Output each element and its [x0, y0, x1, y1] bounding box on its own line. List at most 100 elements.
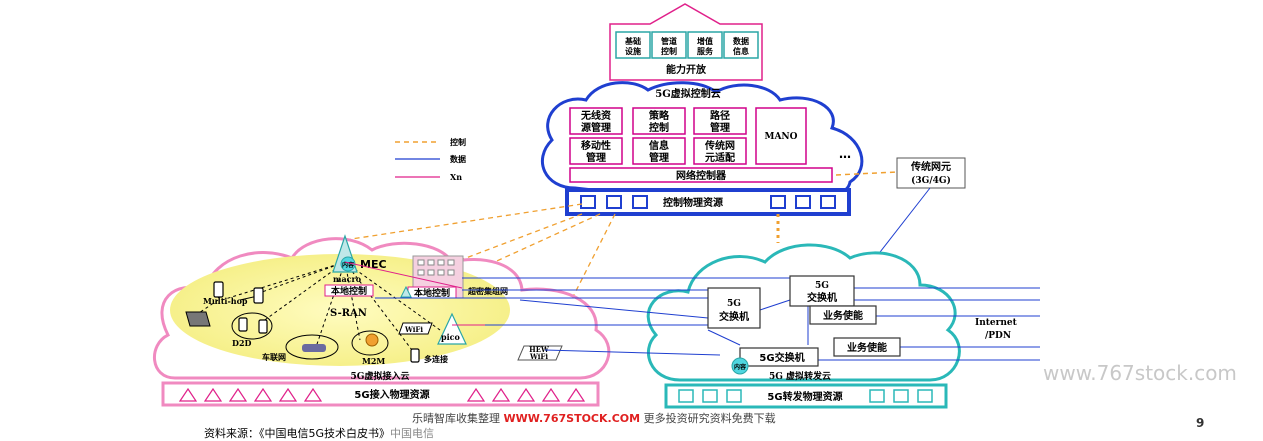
switch-c-box — [739, 347, 819, 367]
capability-item-4-l2: 信息 — [733, 46, 749, 56]
access-physical-bar — [161, 381, 600, 407]
control-modules: 无线资 源管理 策略 控制 路径 管理 移动性 管理 信息 管理 传统网 元适配 — [569, 107, 747, 165]
switch-b-l2: 交换机 — [807, 291, 837, 304]
network-controller-label: 网络控制器 — [676, 169, 727, 182]
control-physical-label: 控制物理资源 — [663, 196, 723, 209]
control-ellipsis: … — [839, 147, 851, 161]
capability-items: 基础 设施 管道 控制 增值 服务 数据 信息 — [615, 31, 759, 59]
watermark-site: WWW.767STOCK.COM — [503, 412, 641, 425]
capability-label: 能力开放 — [666, 63, 707, 76]
local-control-1-box — [324, 284, 374, 297]
forward-cloud-title: 5G 虚拟转发云 — [769, 370, 831, 382]
watermark-prefix: 乐晴智库收集整理 — [412, 412, 504, 425]
module-6-l1: 传统网 — [704, 139, 735, 152]
multi-conn-label: 多连接 — [424, 354, 448, 364]
module-2-l1: 策略 — [649, 109, 670, 122]
service-1-label: 业务使能 — [823, 309, 863, 322]
d2d-circle — [231, 312, 273, 340]
control-physical-slots — [580, 195, 836, 209]
module-3-l1: 路径 — [710, 109, 730, 122]
module-6-l2: 元适配 — [705, 151, 735, 164]
wifi-device — [398, 322, 433, 335]
legend-xn: Xn — [450, 172, 462, 182]
data-links — [375, 277, 1040, 361]
module-1-l1: 无线资 — [580, 109, 611, 122]
mano-label: MANO — [764, 132, 797, 142]
m2m-gear-icon — [365, 333, 379, 347]
capability-item-1-l2: 设施 — [625, 46, 641, 56]
sran-label: S-RAN — [330, 308, 367, 319]
access-physical-label: 5G接入物理资源 — [354, 388, 429, 401]
service-2-box — [833, 337, 901, 357]
ultra-dense-tower — [400, 285, 412, 298]
wifi-label: WiFi — [404, 325, 423, 334]
switch-a-box — [707, 287, 761, 329]
local-control-1: 本地控制 — [331, 285, 367, 297]
m2m-label: M2M — [362, 356, 385, 366]
switch-b-l1: 5G — [815, 281, 829, 291]
d2d-label: D2D — [232, 338, 252, 348]
macro-label: macro — [333, 274, 362, 284]
ultra-dense-label: 超密集组网 — [467, 286, 508, 296]
access-cloud-title: 5G虚拟接入云 — [351, 370, 410, 382]
multihop-label: Multi-hop — [203, 296, 248, 306]
mec-label: MEC — [360, 258, 387, 271]
switch-c-label: 5G交换机 — [759, 351, 804, 364]
local-control-2: 本地控制 — [414, 287, 450, 299]
access-physical-slots — [178, 387, 586, 402]
capability-item-2-l2: 控制 — [661, 46, 677, 56]
switch-a-l2: 交换机 — [719, 310, 749, 323]
access-links — [221, 261, 441, 351]
car-icon — [302, 344, 326, 352]
module-4-l1: 移动性 — [581, 139, 611, 152]
m2m-circle — [351, 330, 389, 356]
internet-l2: /PDN — [985, 331, 1011, 341]
legacy-l2: (3G/4G) — [911, 175, 951, 186]
pico-label: pico — [441, 332, 461, 342]
site-watermark: www.767stock.com — [1043, 361, 1237, 385]
page-number: 9 — [1196, 416, 1205, 430]
source-org: 中国电信 — [390, 427, 435, 440]
hew-wifi-device — [517, 345, 563, 361]
capability-item-3-l2: 服务 — [697, 46, 714, 56]
legend-control: 控制 — [450, 137, 466, 147]
legend-data: 数据 — [450, 154, 466, 164]
laptop-icon — [185, 311, 211, 327]
module-4-l2: 管理 — [586, 151, 606, 164]
v2x-label: 车联网 — [262, 352, 286, 362]
capability-item-1-l1: 基础 — [624, 36, 641, 46]
capability-item-3-l1: 增值 — [697, 36, 713, 46]
source-note: 资料来源：《中国电信5G技术白皮书》中国电信 — [204, 425, 434, 441]
forward-content-label: 内容 — [734, 363, 746, 371]
module-2-l2: 控制 — [649, 121, 669, 134]
watermark-suffix: 更多投资研究资料免费下载 — [640, 412, 776, 425]
mano-box — [755, 107, 807, 165]
module-1-l2: 源管理 — [581, 121, 611, 134]
switch-a-l1: 5G — [727, 299, 741, 309]
capability-item-2-l1: 管道 — [661, 36, 677, 46]
hew-l2: WiFi — [529, 352, 548, 361]
module-5-l1: 信息 — [649, 139, 669, 152]
source-text: 资料来源：《中国电信5G技术白皮书》 — [204, 427, 391, 440]
service-2-label: 业务使能 — [847, 341, 887, 354]
forward-physical-slots — [678, 389, 933, 403]
legend: 控制 数据 Xn — [395, 137, 466, 182]
v2x-circle — [285, 334, 339, 360]
network-controller-box — [569, 167, 833, 183]
control-cloud-title: 5G虚拟控制云 — [655, 87, 721, 100]
service-1-box — [809, 305, 877, 325]
macro-content-label: 内容 — [342, 261, 354, 269]
hew-l1: HEW — [529, 345, 549, 354]
legacy-box — [896, 157, 966, 189]
forward-content-badge — [731, 357, 749, 375]
module-5-l2: 管理 — [649, 151, 669, 164]
switch-b-box — [789, 275, 855, 307]
internet-l1: Internet — [975, 318, 1018, 328]
legacy-l1: 传统网元 — [910, 160, 951, 173]
phone-icons — [213, 281, 420, 363]
module-3-l2: 管理 — [710, 121, 730, 134]
watermark-banner: 乐晴智库收集整理 WWW.767STOCK.COM 更多投资研究资料免费下载 — [412, 410, 776, 426]
capability-item-4-l1: 数据 — [733, 36, 749, 46]
forward-physical-label: 5G转发物理资源 — [767, 390, 842, 403]
